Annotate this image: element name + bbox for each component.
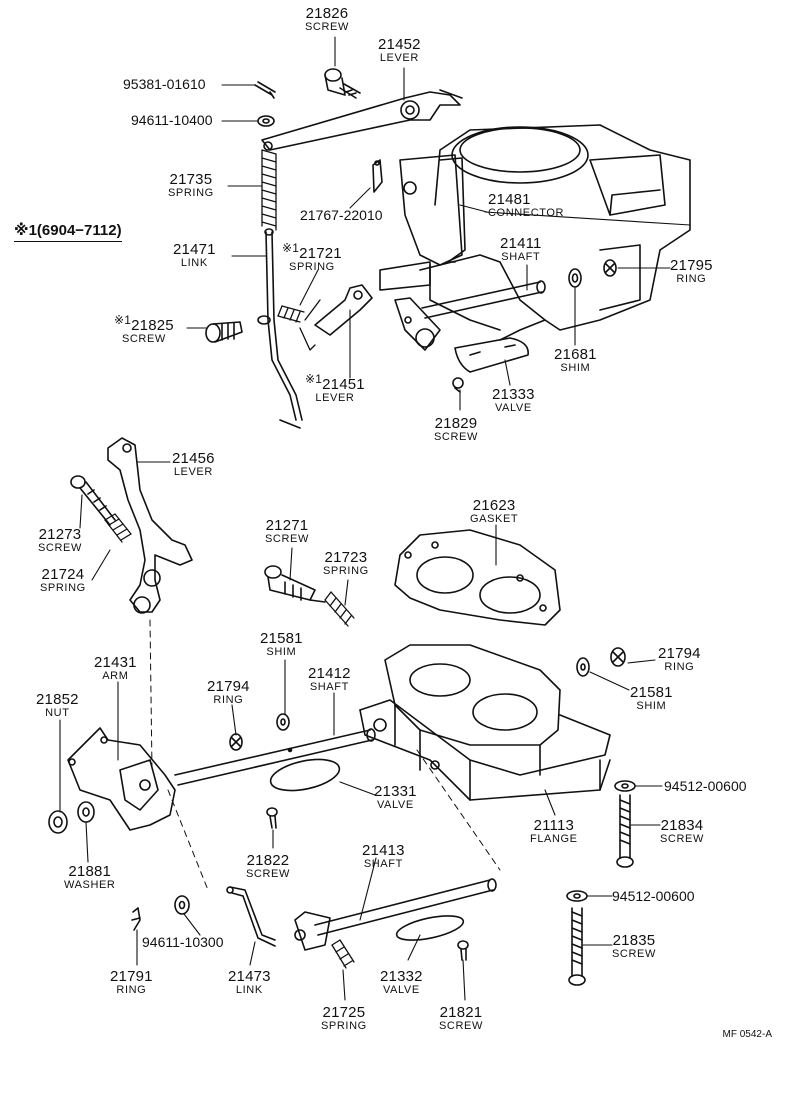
washer-21881: [77, 801, 95, 823]
shaft-21412: [174, 728, 376, 786]
shim-21581-right: [576, 657, 590, 677]
leader-lines: [59, 36, 691, 1001]
screw-21273: [70, 475, 116, 526]
label-95381-01610: 95381-01610: [123, 76, 206, 92]
spring-21721: [277, 299, 321, 351]
screw-21271: [264, 565, 326, 603]
variant-mark: ※1: [305, 372, 323, 386]
variant-mark: ※1: [114, 313, 132, 327]
dashed-alignment-lines: [149, 619, 501, 891]
label-94611-10400: 94611-10400: [131, 112, 213, 128]
ring-21791: [131, 907, 141, 931]
spring-21724: [104, 513, 132, 543]
label-94512-00600-top: 94512-00600: [664, 778, 747, 794]
nut-21852: [48, 810, 68, 834]
valve-21332: [395, 915, 465, 941]
shim-21581-left: [276, 713, 290, 731]
label-94611-10300: 94611-10300: [142, 934, 224, 950]
shaft-21411: [394, 280, 546, 351]
link-21473: [226, 886, 276, 947]
ring-21795: [603, 259, 617, 277]
lever-21452: [261, 89, 463, 151]
screw-21834: [614, 780, 636, 868]
valve-21333: [454, 337, 529, 373]
spring-21723: [324, 591, 355, 627]
link-21471: [257, 228, 303, 429]
washer-94611-10400: [257, 115, 275, 127]
ring-21794-left: [229, 733, 243, 751]
screw-21835: [566, 890, 588, 986]
screw-21822: [266, 807, 278, 829]
screw-21821: [457, 940, 469, 961]
screw-21825: [205, 321, 243, 343]
ring-21794-right: [610, 647, 626, 667]
pin-95381-01610: [254, 81, 276, 99]
carburetor-body-upper: [379, 124, 691, 341]
flange-21113: [359, 644, 611, 801]
lever-21451: [314, 284, 373, 336]
screw-21829: [452, 377, 464, 393]
clip-21767-22010: [372, 159, 383, 193]
spring-21735: [261, 149, 277, 231]
screw-21826: [324, 68, 361, 99]
shaft-21413: [294, 878, 497, 951]
spring-21725: [331, 939, 355, 969]
gasket-21623: [394, 529, 561, 626]
label-21767-22010: 21767-22010: [300, 207, 383, 223]
washer-94611-10300: [174, 895, 190, 915]
valve-21331: [269, 758, 341, 792]
connector-21481: [439, 157, 466, 263]
lever-21456: [107, 437, 193, 614]
variant-mark: ※1: [282, 241, 300, 255]
shim-21681: [568, 268, 582, 288]
drawing-code: MF 0542-A: [722, 1029, 772, 1040]
label-94512-00600-bottom: 94512-00600: [612, 888, 695, 904]
variant-note: ※1(6904−7112): [14, 221, 122, 242]
